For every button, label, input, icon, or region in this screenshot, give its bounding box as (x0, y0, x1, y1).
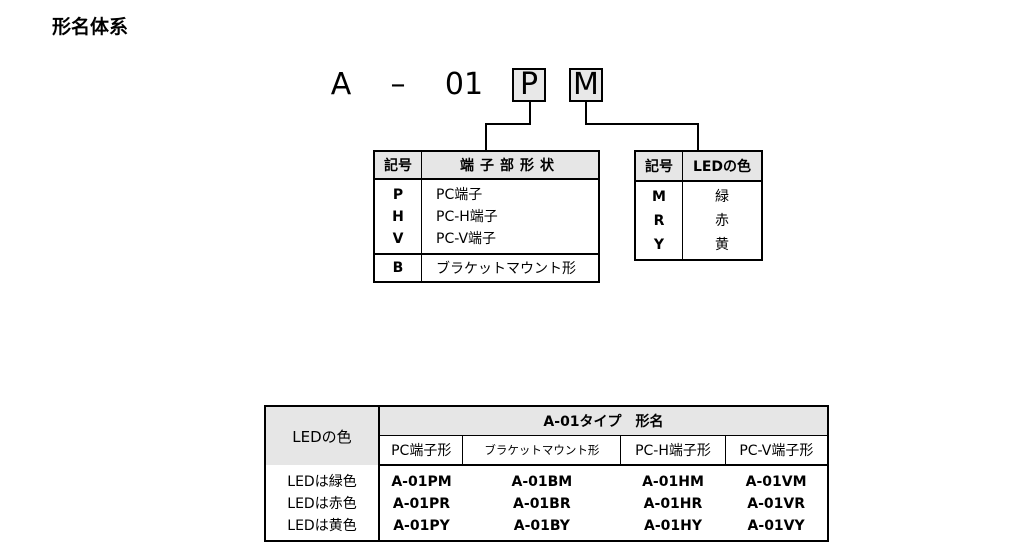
terminal-label: PC-V端子 (436, 231, 497, 247)
model-col-header: PC端子形 (379, 435, 464, 466)
terminal-code: B (374, 253, 422, 282)
model-cell: A-01BY (513, 518, 570, 534)
terminal-code: P (374, 179, 422, 206)
terminal-shape-table: 記号 端子部形状 P PC端子 H PC-H端子 V PC-V端子 B ブラケッ… (373, 150, 600, 283)
code-box-terminal: P (512, 68, 546, 102)
model-number-table: LEDの色 A-01タイプ 形名 PC端子形 ブラケットマウント形 PC-H端子… (264, 405, 829, 542)
terminal-code: V (374, 228, 422, 254)
led-code: R (635, 209, 683, 233)
table-row: M 緑 (635, 181, 762, 209)
model-cell: A-01VY (747, 518, 805, 534)
led-label: 黄 (715, 237, 729, 253)
led-label: 緑 (715, 189, 729, 205)
connector-terminal-h (485, 123, 531, 125)
connector-led-h (585, 123, 699, 125)
code-series: 01 (444, 67, 484, 102)
terminal-header-code: 記号 (374, 151, 422, 180)
terminal-code: H (374, 206, 422, 228)
table-row: P PC端子 (374, 179, 599, 206)
terminal-label: PC-H端子 (436, 209, 498, 225)
led-color-cell: LEDは黄色 (265, 515, 380, 541)
model-cell: A-01BM (511, 474, 573, 490)
terminal-header-shape: 端子部形状 (421, 151, 599, 180)
model-row-header: LEDの色 (265, 406, 380, 465)
table-row: V PC-V端子 (374, 228, 599, 254)
model-cell: A-01PR (392, 496, 451, 512)
led-color-cell: LEDは緑色 (265, 465, 380, 493)
led-header-code: 記号 (635, 151, 683, 182)
page-title: 形名体系 (52, 16, 129, 38)
model-cell: A-01PM (391, 474, 452, 490)
table-row: LEDは赤色 A-01PR A-01BR A-01HR A-01VR (265, 493, 828, 515)
connector-terminal-v2 (485, 123, 487, 150)
connector-led-v2 (697, 123, 699, 150)
model-cell: A-01VR (747, 496, 805, 512)
connector-terminal-v1 (529, 102, 531, 125)
table-row: H PC-H端子 (374, 206, 599, 228)
model-cell: A-01HM (642, 474, 704, 490)
table-row: Y 黄 (635, 233, 762, 260)
table-row: LEDは黄色 A-01PY A-01BY A-01HY A-01VY (265, 515, 828, 541)
model-cell: A-01HR (643, 496, 703, 512)
led-color-table: 記号 LEDの色 M 緑 R 赤 Y 黄 (634, 150, 763, 261)
model-col-header: PC-H端子形 (620, 435, 726, 466)
model-cell: A-01BR (513, 496, 571, 512)
terminal-label: ブラケットマウント形 (421, 253, 599, 282)
connector-led-v1 (585, 102, 587, 125)
model-super-header: A-01タイプ 形名 (379, 406, 828, 436)
table-row: B ブラケットマウント形 (374, 253, 599, 282)
model-col-header: PC-V端子形 (725, 435, 828, 466)
model-cell: A-01VM (745, 474, 807, 490)
table-row: R 赤 (635, 209, 762, 233)
terminal-label: PC端子 (436, 187, 483, 203)
led-header-color: LEDの色 (682, 151, 762, 182)
led-color-cell: LEDは赤色 (265, 493, 380, 515)
led-label: 赤 (715, 213, 729, 229)
model-cell: A-01PY (393, 518, 450, 534)
code-letter: A (330, 67, 352, 102)
model-col-header: ブラケットマウント形 (462, 435, 622, 466)
table-row: LEDは緑色 A-01PM A-01BM A-01HM A-01VM (265, 465, 828, 493)
led-code: Y (635, 233, 683, 260)
led-code: M (635, 181, 683, 209)
model-cell: A-01HY (643, 518, 702, 534)
code-dash: – (390, 67, 406, 102)
code-box-led: M (569, 68, 603, 102)
